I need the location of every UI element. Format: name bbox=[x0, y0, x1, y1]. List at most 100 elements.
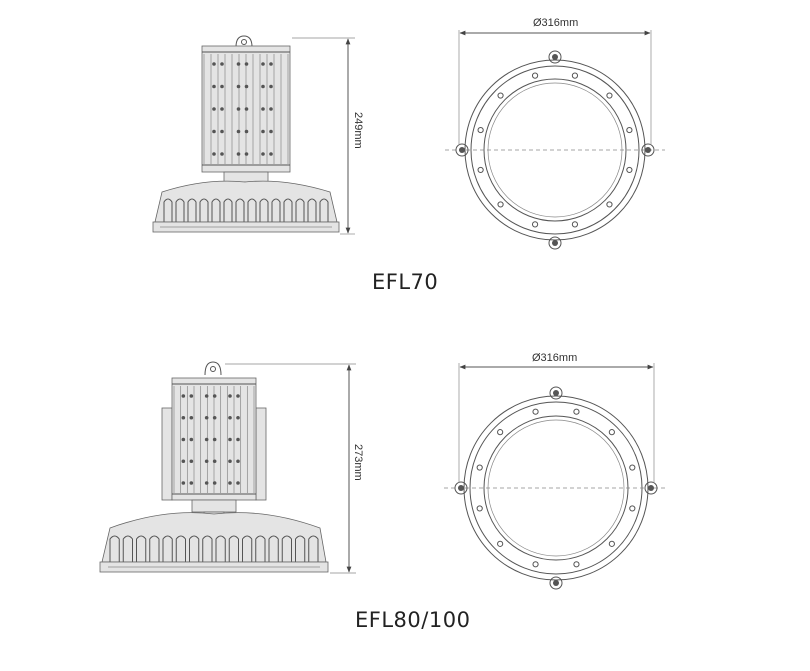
efl80-led-dot bbox=[204, 415, 209, 420]
efl70-led-dot bbox=[269, 152, 273, 156]
efl80-led-dot bbox=[236, 459, 240, 464]
efl80-led-dot bbox=[236, 437, 240, 442]
efl70-top-view bbox=[445, 50, 665, 250]
efl70-led-dot bbox=[261, 107, 265, 111]
efl70-led-dot bbox=[220, 62, 224, 66]
efl70-flange-screw bbox=[531, 221, 539, 228]
efl80-flange-screw bbox=[497, 429, 504, 436]
efl70-diameter-dimension: Ø316mm bbox=[458, 17, 652, 145]
efl70-led-dot bbox=[261, 129, 265, 134]
efl80-led-dot bbox=[212, 394, 217, 398]
efl70-mount-bolt bbox=[548, 50, 562, 64]
efl70-led-dot bbox=[269, 62, 273, 66]
efl70-led-dot bbox=[261, 84, 265, 89]
efl70-led-dot bbox=[220, 107, 224, 111]
efl70-base-fin bbox=[283, 198, 293, 222]
efl80-mount-bolt bbox=[454, 481, 468, 495]
efl80-led-dot bbox=[236, 394, 240, 398]
efl80-height-label: 273mm bbox=[352, 444, 364, 481]
efl80-led-dot bbox=[189, 394, 194, 398]
efl70-base-fin bbox=[199, 198, 209, 222]
efl80-led-dot bbox=[212, 481, 217, 485]
efl70-diameter-label: Ø316mm bbox=[533, 17, 578, 29]
efl80-led-dot bbox=[181, 481, 186, 485]
efl70-led-dot bbox=[244, 84, 249, 89]
efl80-base-fin bbox=[255, 535, 266, 562]
efl70-base-fin bbox=[271, 198, 281, 222]
efl80-base-fin bbox=[175, 535, 186, 562]
efl80-flange-screw bbox=[476, 505, 483, 512]
efl70-base-fin bbox=[175, 198, 185, 222]
efl80-led-dot bbox=[228, 394, 232, 398]
efl70-side-view bbox=[152, 35, 340, 233]
efl70-led-dot bbox=[269, 84, 273, 89]
efl80-base-fin bbox=[202, 535, 213, 562]
efl80-flange-screw bbox=[497, 540, 504, 547]
efl80-led-dot bbox=[228, 415, 232, 420]
efl80-mount-bolt bbox=[549, 386, 563, 400]
efl80-flange-screw bbox=[476, 464, 483, 471]
efl80-led-dot bbox=[189, 437, 194, 442]
efl80-base-fin bbox=[268, 535, 279, 562]
efl80-flange-screw bbox=[629, 464, 636, 471]
efl70-flange-screw bbox=[497, 92, 504, 99]
efl70-base-fin bbox=[259, 198, 269, 222]
efl70-led-dot bbox=[261, 152, 265, 156]
efl80-diameter-label: Ø316mm bbox=[532, 352, 577, 364]
efl70-height-dimension: 249mm bbox=[292, 37, 364, 235]
efl70-mount-bolt bbox=[548, 236, 562, 250]
efl70-height-label: 249mm bbox=[352, 112, 364, 149]
efl80-led-dot bbox=[181, 415, 186, 420]
efl70-model-label: EFL70 bbox=[372, 270, 439, 294]
efl70-base-fin bbox=[187, 198, 197, 222]
efl70-led-dot bbox=[212, 62, 216, 66]
efl70-led-dot bbox=[236, 152, 241, 156]
efl80-top-view bbox=[444, 386, 668, 590]
efl80-led-dot bbox=[212, 437, 217, 442]
efl80-led-dot bbox=[181, 394, 186, 398]
efl80-led-dot bbox=[236, 481, 240, 485]
efl80-flange-screw bbox=[573, 561, 580, 568]
efl80-flange-screw bbox=[532, 561, 539, 568]
efl70-base-fin bbox=[211, 198, 221, 222]
efl80-side-view bbox=[99, 361, 329, 573]
efl70-led-dot bbox=[212, 129, 216, 134]
efl70-flange-screw bbox=[571, 72, 579, 79]
efl70-flange-screw bbox=[477, 126, 484, 134]
efl70-flange-screw bbox=[606, 92, 613, 99]
efl80-led-dot bbox=[189, 481, 194, 485]
efl80-base-fin bbox=[281, 535, 292, 562]
efl70-base-fin bbox=[319, 198, 329, 222]
efl80-led-dot bbox=[204, 394, 209, 398]
efl70-led-dot bbox=[244, 129, 249, 134]
efl70-base-fin bbox=[295, 198, 305, 222]
efl80-led-dot bbox=[228, 459, 232, 464]
efl80-led-dot bbox=[181, 459, 186, 464]
efl80-model-label: EFL80/100 bbox=[355, 608, 471, 632]
efl80-led-dot bbox=[189, 415, 194, 420]
efl80-base-fin bbox=[295, 535, 306, 562]
efl70-led-dot bbox=[244, 152, 249, 156]
efl80-base-fin bbox=[149, 535, 160, 562]
efl70-flange-screw bbox=[626, 166, 633, 174]
efl80-mount-bolt bbox=[549, 576, 563, 590]
efl70-led-dot bbox=[236, 84, 241, 89]
efl70-led-dot bbox=[269, 129, 273, 134]
efl80-led-dot bbox=[228, 481, 232, 485]
efl70-mount-bolt bbox=[641, 143, 655, 157]
efl70-led-dot bbox=[236, 62, 241, 66]
efl70-base-fin bbox=[307, 198, 317, 222]
efl80-flange-screw bbox=[573, 408, 580, 415]
efl80-led-dot bbox=[204, 459, 209, 464]
efl70-flange-screw bbox=[531, 72, 539, 79]
efl70-base-fin bbox=[247, 198, 257, 222]
efl80-base-fin bbox=[242, 535, 253, 562]
efl80-led-dot bbox=[228, 437, 232, 442]
efl80-mount-bolt bbox=[644, 481, 658, 495]
efl80-led-dot bbox=[189, 459, 194, 464]
efl80-base-fin bbox=[228, 535, 239, 562]
efl70-base-fin bbox=[235, 198, 245, 222]
efl70-base-fin bbox=[223, 198, 233, 222]
efl80-base-fin bbox=[308, 535, 319, 562]
efl80-base-fin bbox=[109, 535, 120, 562]
